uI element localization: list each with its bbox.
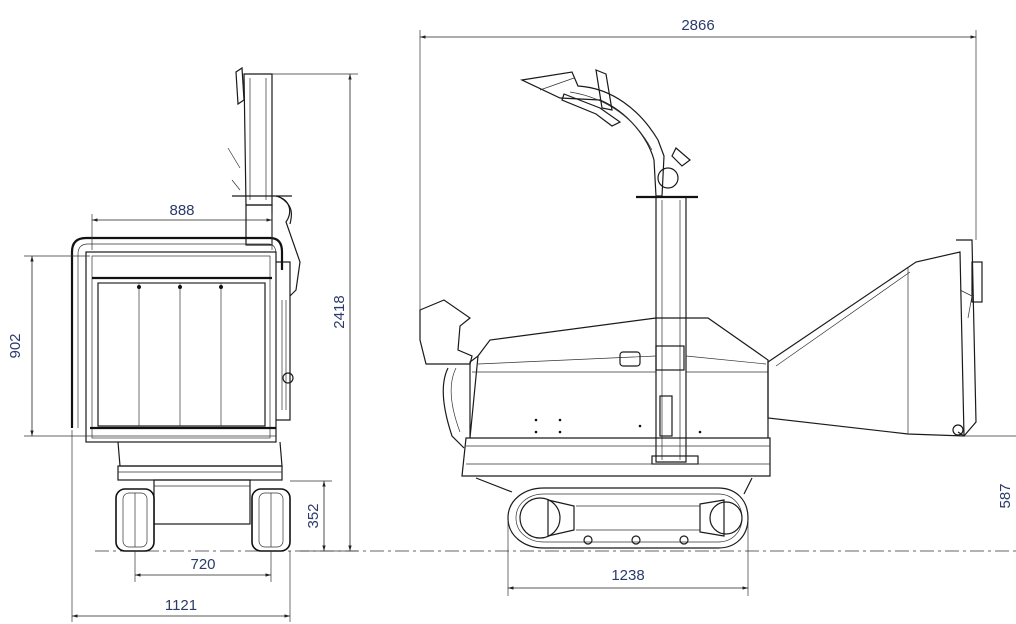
dim-888-label: 888	[169, 202, 194, 219]
side-dimensions: 2866 1238 587	[419, 17, 1016, 596]
front-hopper-opening	[97, 282, 266, 427]
front-view	[70, 66, 301, 552]
side-mast	[655, 197, 687, 463]
side-infeed-hopper	[767, 251, 965, 437]
dim-902-label: 902	[7, 333, 24, 358]
dim-720-label: 720	[190, 556, 215, 573]
dim-2866-label: 2866	[681, 17, 714, 34]
front-dimensions: 888 902 2418 352 720 1121	[7, 73, 358, 622]
side-view	[419, 69, 983, 549]
dim-352-label: 352	[305, 503, 322, 528]
dim-1121-label: 1121	[165, 597, 197, 614]
dim-587-label: 587	[997, 483, 1014, 508]
side-discharge-chute	[519, 71, 665, 197]
front-chute-column	[243, 73, 273, 206]
front-frame-tube	[70, 236, 284, 428]
dim-1238-label: 1238	[611, 567, 644, 584]
side-track	[507, 487, 749, 549]
side-engine-hood	[477, 317, 769, 438]
side-rear-bracket	[419, 299, 473, 365]
side-lower-body	[461, 437, 771, 477]
dim-2418-label: 2418	[331, 295, 348, 328]
front-hopper-outer	[85, 251, 277, 443]
